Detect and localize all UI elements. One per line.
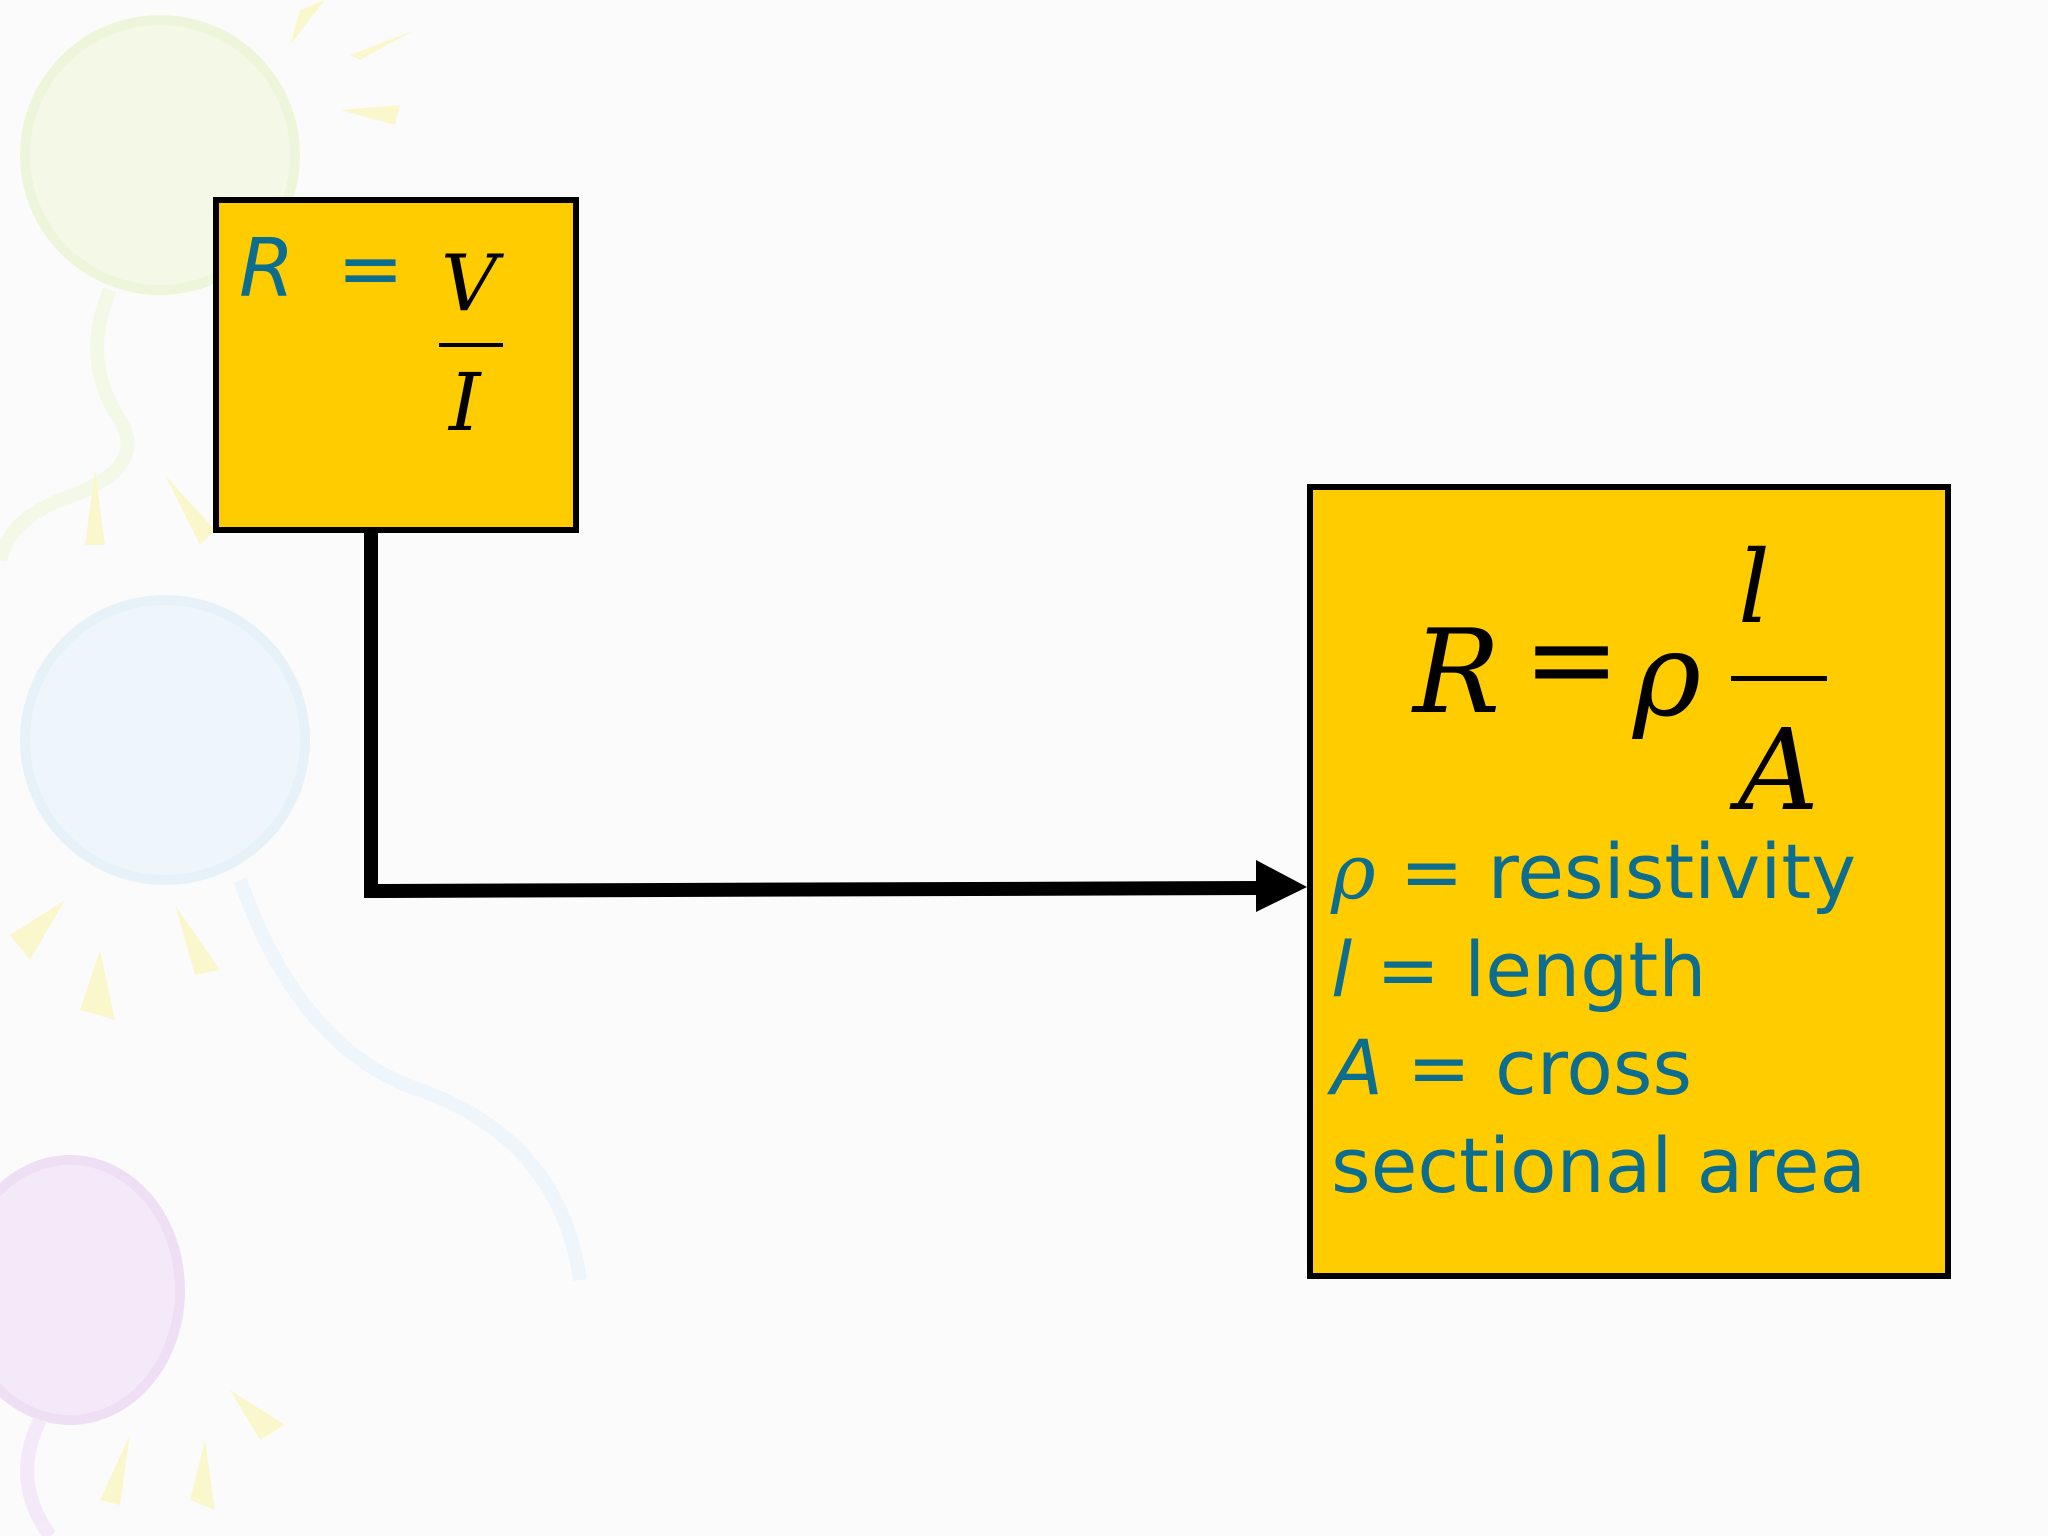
definition-rho-symbol: ρ: [1331, 827, 1376, 916]
definition-length-symbol: l: [1331, 925, 1353, 1014]
resistivity-box: R = ρ l A ρ = resistivity l = length A =…: [1307, 484, 1951, 1279]
ohms-law-fraction-bar: [439, 343, 503, 347]
definition-rho-text: = resistivity: [1375, 827, 1857, 916]
definition-rho: ρ = resistivity: [1331, 823, 1941, 921]
resistivity-fraction-bar: [1731, 676, 1827, 681]
definition-area-continued: sectional area: [1331, 1117, 1941, 1215]
variable-definitions: ρ = resistivity l = length A = cross sec…: [1331, 823, 1941, 1215]
ohms-law-numerator: V: [441, 239, 498, 329]
green-balloon-string: [0, 287, 135, 562]
purple-balloon-string: [20, 1416, 56, 1536]
ohms-law-lhs: R: [239, 222, 295, 315]
definition-area: A = cross: [1331, 1019, 1941, 1117]
ohms-law-equals: =: [337, 222, 405, 315]
definition-length: l = length: [1331, 921, 1941, 1019]
resistivity-denominator: A: [1738, 706, 1819, 836]
purple-balloon: [0, 1155, 185, 1425]
resistivity-rho: ρ: [1633, 608, 1702, 743]
ohms-law-box: R = V I: [213, 197, 579, 533]
sparkles: [10, 0, 415, 1510]
definition-area-text: = cross: [1383, 1023, 1693, 1112]
resistivity-numerator: l: [1738, 529, 1770, 646]
blue-balloon: [20, 595, 310, 885]
resistivity-lhs: R: [1413, 605, 1501, 740]
resistivity-equals: =: [1523, 592, 1621, 727]
definition-area-symbol: A: [1331, 1023, 1383, 1112]
blue-balloon-string: [233, 877, 587, 1281]
definition-area-continued-text: sectional area: [1331, 1121, 1867, 1210]
definition-length-text: = length: [1352, 925, 1707, 1014]
ohms-law-denominator: I: [449, 356, 481, 449]
